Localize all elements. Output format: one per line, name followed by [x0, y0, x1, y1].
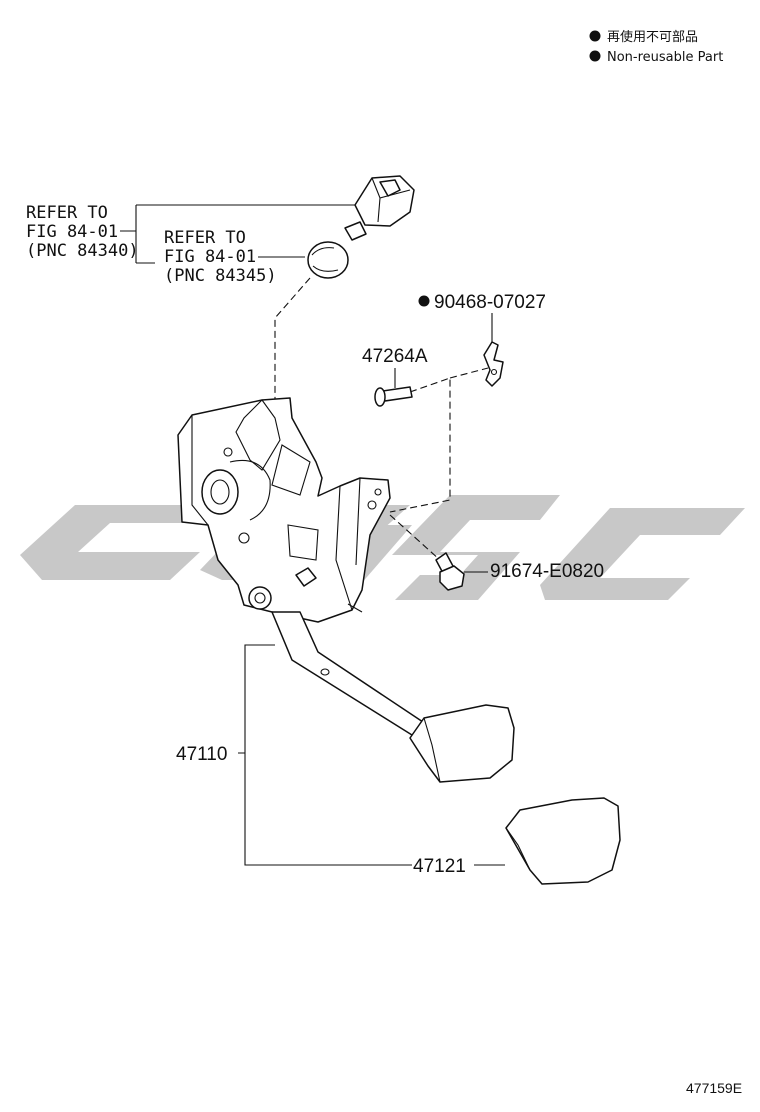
pedal-cushion: [307, 241, 349, 279]
ref1-leader: [120, 204, 355, 264]
pedal-bracket: [177, 397, 391, 623]
alignment-line-pin: [389, 377, 451, 513]
ref1-line1: REFER TO: [26, 203, 108, 223]
ref2-line3: (PNC 84345): [164, 266, 277, 286]
part-label-bolt: 91674-E0820: [490, 561, 604, 582]
ref1-line3: (PNC 84340): [26, 241, 139, 261]
part-label-clip: 90468-07027: [434, 292, 546, 313]
part-label-pedal-assy: 47110: [176, 744, 227, 765]
pin-part: [374, 386, 413, 407]
pedal-pad: [505, 797, 621, 885]
ref-label-84345: REFER TO FIG 84-01 (PNC 84345): [164, 228, 277, 286]
clip-part: [483, 341, 504, 387]
part-label-pedal-pad: 47121: [413, 856, 466, 877]
legend-text-jp: 再使用不可部品: [607, 29, 698, 45]
ref2-line2: FIG 84-01: [164, 247, 256, 267]
legend-dot-2: [589, 50, 601, 62]
alignment-line-bolt: [389, 514, 441, 561]
part-label-pin: 47264A: [362, 346, 428, 367]
bolt-part: [435, 552, 465, 591]
pedal-arm: [271, 611, 515, 783]
non-reusable-dot-clip: [418, 295, 430, 307]
alignment-line-cushion: [274, 277, 311, 600]
ref2-line1: REFER TO: [164, 228, 246, 248]
legend-text-en: Non-reusable Part: [607, 50, 723, 65]
alignment-line-clip: [449, 367, 489, 379]
figure-code: 477159E: [686, 1080, 742, 1096]
assembly-bracket: [238, 644, 505, 866]
legend: 再使用不可部品 Non-reusable Part: [589, 29, 723, 65]
stop-lamp-switch: [344, 175, 415, 241]
ref1-line2: FIG 84-01: [26, 222, 118, 242]
legend-dot-1: [589, 30, 601, 42]
ref-label-84340: REFER TO FIG 84-01 (PNC 84340): [26, 203, 139, 261]
